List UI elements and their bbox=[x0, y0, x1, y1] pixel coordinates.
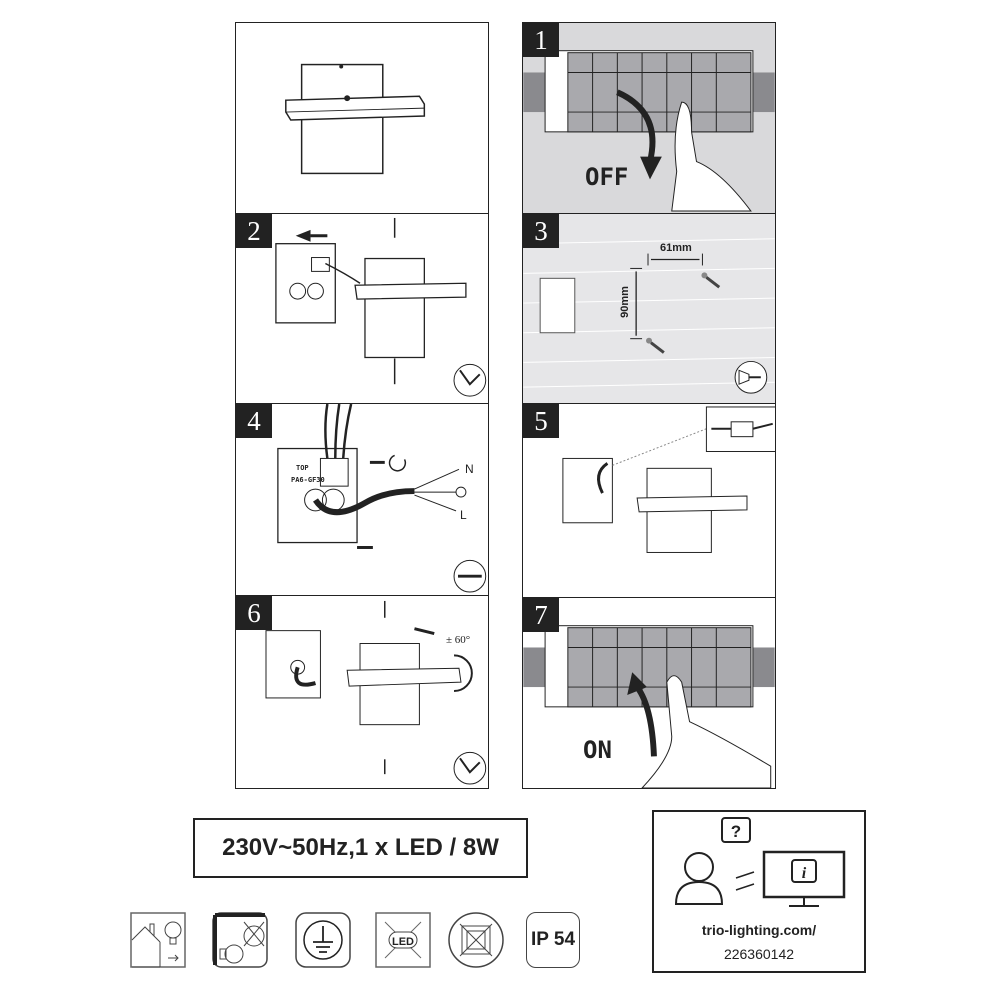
breaker-switch-off-illustration bbox=[523, 50, 775, 212]
no-insulation-cover-icon bbox=[448, 912, 504, 968]
rotation-range-label: ± 60° bbox=[446, 634, 471, 646]
step-3-panel: 3 61mm 90mm bbox=[522, 213, 776, 404]
on-label: ON bbox=[583, 736, 612, 764]
article-number: 226360142 bbox=[723, 946, 795, 962]
website-url[interactable]: trio-lighting.com/ bbox=[701, 922, 817, 938]
live-wire-label: L bbox=[460, 508, 467, 522]
step-number: 4 bbox=[236, 404, 272, 438]
svg-text:i: i bbox=[802, 865, 807, 882]
neutral-wire-label: N bbox=[465, 462, 474, 476]
wiring-illustration bbox=[277, 404, 487, 593]
svg-text:?: ? bbox=[731, 822, 741, 841]
step-6-panel: 6 ± 60° bbox=[235, 595, 489, 789]
step-number: 5 bbox=[523, 404, 559, 438]
vertical-distance-label: 90mm bbox=[618, 286, 631, 318]
step-number: 6 bbox=[236, 596, 272, 630]
product-overview-panel bbox=[235, 22, 489, 214]
step-number: 2 bbox=[236, 214, 272, 248]
step-number: 3 bbox=[523, 214, 559, 248]
ip-rating-icon: IP 54 bbox=[526, 912, 580, 968]
lamp-illustration bbox=[285, 63, 426, 175]
no-replaceable-bulb-icon bbox=[212, 912, 268, 968]
step-number: 1 bbox=[523, 23, 559, 57]
mount-and-adjust-illustration bbox=[265, 600, 487, 785]
step-2-panel: 2 bbox=[235, 213, 489, 404]
remove-mounting-plate-illustration bbox=[275, 217, 487, 397]
protection-class-1-earth-icon bbox=[295, 912, 351, 968]
breaker-switch-on-illustration bbox=[523, 625, 775, 788]
connect-lamp-illustration bbox=[562, 406, 775, 553]
online-help-icon: ? i bbox=[674, 817, 846, 907]
drill-holes-illustration bbox=[523, 238, 775, 394]
step-5-panel: 5 bbox=[522, 403, 776, 598]
step-1-panel: 1 OFF bbox=[522, 22, 776, 214]
step-number: 7 bbox=[523, 598, 559, 632]
led-not-replaceable-icon: LED bbox=[375, 912, 431, 968]
off-label: OFF bbox=[585, 163, 629, 191]
indoor-use-icon bbox=[130, 912, 186, 968]
online-info-box: ? i trio-lighting.com/ 226360142 bbox=[652, 810, 866, 973]
box-material-text: PA6-GF30 bbox=[291, 476, 325, 484]
horizontal-distance-label: 61mm bbox=[660, 242, 692, 254]
electrical-spec: 230V~50Hz,1 x LED / 8W bbox=[193, 818, 528, 878]
box-top-text: TOP bbox=[296, 464, 309, 472]
svg-text:LED: LED bbox=[392, 936, 414, 948]
step-4-panel: 4 TOP PA6-GF30 N L bbox=[235, 403, 489, 596]
step-7-panel: 7 ON bbox=[522, 597, 776, 789]
